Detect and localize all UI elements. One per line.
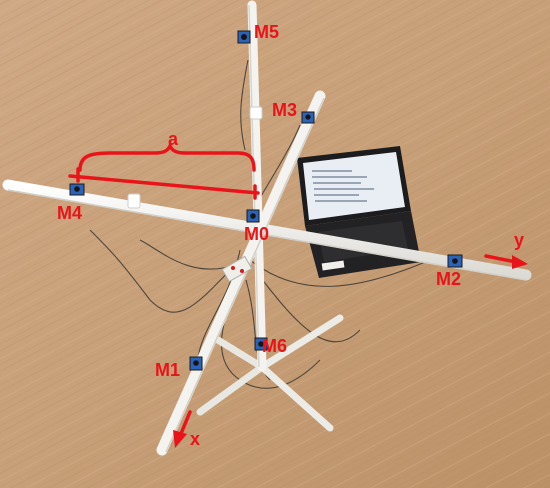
mic-module-m3 bbox=[301, 111, 315, 124]
mic-module-m0 bbox=[246, 209, 260, 223]
y-axis-arrow bbox=[484, 254, 528, 269]
label-m5: M5 bbox=[254, 22, 279, 42]
mic-module-m1 bbox=[189, 356, 203, 371]
mic-module-m2 bbox=[447, 254, 463, 268]
label-m4: M4 bbox=[57, 203, 82, 223]
label-m2: M2 bbox=[436, 269, 461, 289]
label-m6: M6 bbox=[262, 336, 287, 356]
y-axis-pipe bbox=[2, 179, 532, 281]
mic-module-m5 bbox=[237, 30, 251, 44]
label-y: y bbox=[514, 230, 524, 250]
label-a: a bbox=[168, 129, 179, 149]
label-m3: M3 bbox=[272, 100, 297, 120]
distance-bracket-a bbox=[68, 142, 260, 200]
x-axis-arrow bbox=[173, 410, 192, 448]
label-m0: M0 bbox=[244, 224, 269, 244]
label-x: x bbox=[190, 429, 200, 449]
mic-module-m4 bbox=[69, 183, 85, 196]
mic-module-m6 bbox=[254, 337, 268, 351]
label-m1: M1 bbox=[155, 360, 180, 380]
breadboard bbox=[221, 255, 253, 283]
stand-base bbox=[196, 314, 344, 432]
vertical-pole bbox=[247, 0, 267, 372]
